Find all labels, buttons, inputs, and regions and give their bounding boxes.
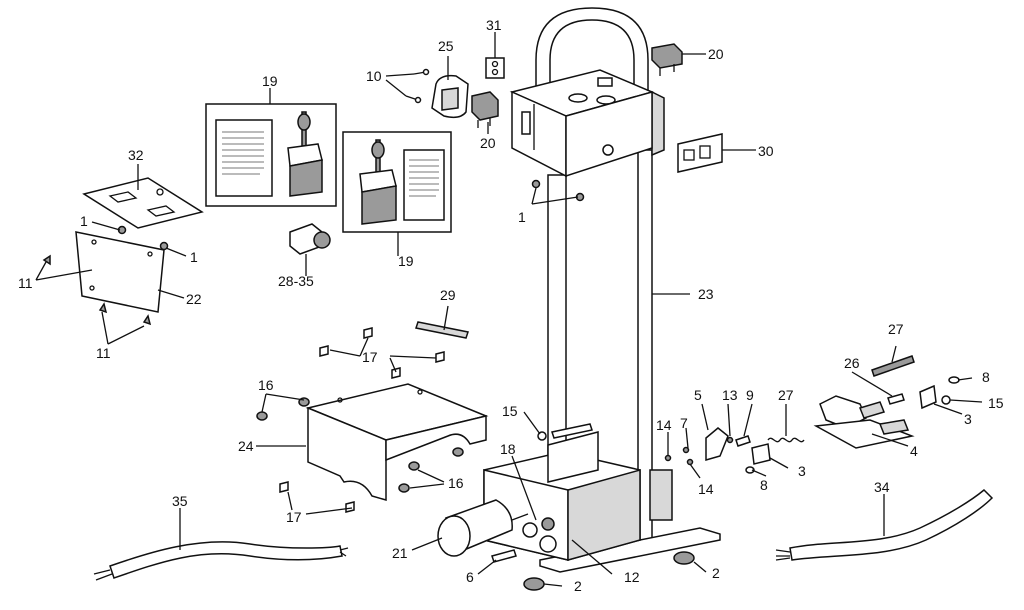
callout-3-a: 3: [798, 463, 806, 479]
pin-9: [735, 435, 751, 447]
bracket-3-right: [919, 384, 937, 410]
cable-34: [775, 488, 994, 561]
callout-15-a: 15: [502, 403, 518, 419]
linkage-5: [705, 427, 729, 461]
callout-15-b: 15: [988, 395, 1004, 411]
callout-10: 10: [366, 68, 382, 84]
callout-18: 18: [500, 441, 516, 457]
bolt-6: [491, 549, 517, 563]
callout-14-b: 14: [698, 481, 714, 497]
connector-28-35: [289, 223, 331, 255]
pedal-4: [813, 395, 915, 449]
joystick-kit-left: [205, 103, 337, 207]
callout-14-a: 14: [656, 417, 672, 433]
spring-27-lower: [767, 437, 805, 443]
callout-27-b: 27: [888, 321, 904, 337]
callout-24: 24: [238, 438, 254, 454]
callout-23: 23: [698, 286, 714, 302]
callout-9: 9: [746, 387, 754, 403]
cover-plate-22: [75, 231, 165, 313]
callout-1-b: 1: [190, 249, 198, 265]
cover-24: [305, 383, 489, 501]
callout-27-a: 27: [778, 387, 794, 403]
callout-20-top: 20: [708, 46, 724, 62]
fastener-13: [726, 436, 734, 444]
callout-20-mid: 20: [480, 135, 496, 151]
cable-35: [93, 541, 349, 581]
spring-27-upper: [871, 355, 915, 377]
callout-12: 12: [624, 569, 640, 585]
callout-13: 13: [722, 387, 738, 403]
callout-30: 30: [758, 143, 774, 159]
callout-29: 29: [440, 287, 456, 303]
plate-32: [82, 177, 204, 229]
screws-17: [279, 327, 445, 513]
callout-8-a: 8: [760, 477, 768, 493]
callout-17-a: 17: [362, 349, 378, 365]
callout-25: 25: [438, 38, 454, 54]
callout-16-a: 16: [258, 377, 274, 393]
callout-34: 34: [874, 479, 890, 495]
callout-11-b: 11: [96, 345, 111, 361]
callout-22: 22: [186, 291, 202, 307]
label-plate-30: [677, 133, 723, 173]
callout-4: 4: [910, 443, 918, 459]
callout-21: 21: [392, 545, 408, 561]
callout-35: 35: [172, 493, 188, 509]
callout-1-c: 1: [518, 209, 526, 225]
base-frame: [483, 431, 721, 573]
callout-28-35: 28-35: [278, 273, 314, 289]
callout-11-a: 11: [18, 275, 33, 291]
control-box: [509, 69, 655, 178]
callout-6: 6: [466, 569, 474, 585]
callout-19-left: 19: [262, 73, 278, 89]
callout-19-right: 19: [398, 253, 414, 269]
callout-2-a: 2: [574, 578, 582, 594]
callout-31: 31: [486, 17, 502, 33]
callout-1-a: 1: [80, 213, 88, 229]
clip-18: [541, 517, 555, 531]
pin-8-left: [745, 466, 755, 474]
callout-8-b: 8: [982, 369, 990, 385]
callout-26: 26: [844, 355, 860, 371]
leader-lines: [35, 32, 983, 587]
callout-7: 7: [680, 415, 688, 431]
callout-5: 5: [694, 387, 702, 403]
callout-3-b: 3: [964, 411, 972, 427]
nuts-16: [256, 397, 464, 493]
joystick-kit-right: [342, 131, 452, 233]
rocker-switch-top: [651, 43, 683, 76]
callout-17-b: 17: [286, 509, 302, 525]
callout-32: 32: [128, 147, 144, 163]
bezel-25: [431, 74, 469, 119]
pin-rod: [551, 423, 593, 439]
callout-16-b: 16: [448, 475, 464, 491]
callout-2-b: 2: [712, 565, 720, 581]
bracket-3-left: [751, 443, 771, 465]
screws-10: [405, 68, 430, 104]
pin-26: [887, 393, 905, 405]
strip-29: [415, 321, 469, 339]
rocker-switch-mid: [471, 91, 499, 128]
fasteners-11: [42, 254, 152, 326]
motor-21: [437, 499, 529, 557]
